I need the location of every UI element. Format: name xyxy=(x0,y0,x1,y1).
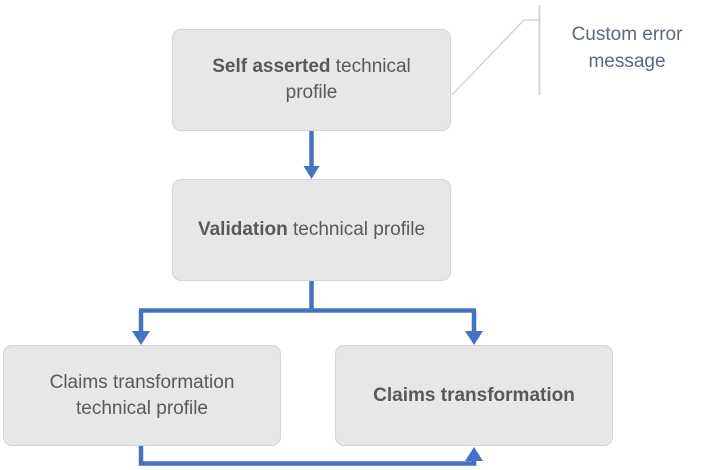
node-claims-transformation[interactable]: Claims transformation xyxy=(335,345,613,446)
node-label: Claims transformation xyxy=(350,383,598,409)
node-label: Self asserted technical profile xyxy=(187,54,436,106)
node-label-bold: Self asserted xyxy=(212,56,331,78)
node-label-bold: Validation xyxy=(197,219,288,241)
callout-annotation-line-1: Custom error xyxy=(571,24,683,45)
node-label-rest: technical profile xyxy=(285,56,411,103)
connector-self-asserted-to-validation xyxy=(303,131,320,179)
connector-claims-tp-to-claims-transformation-loop xyxy=(138,446,483,466)
node-self-asserted-technical-profile[interactable]: Self asserted technical profile xyxy=(172,29,451,131)
callout-annotation-line-2: message xyxy=(588,50,666,72)
node-label-rest: Claims transformation technical profile xyxy=(49,371,235,419)
callout-annotation-text: Custom error message xyxy=(556,22,698,76)
connector-branch-to-claims-transformation-technical-profile xyxy=(132,310,150,345)
node-label-rest: technical profile xyxy=(287,219,426,241)
node-label: Validation technical profile xyxy=(187,217,436,243)
connector-validation-branch-bus xyxy=(139,281,476,313)
node-label-bold: Claims transformation xyxy=(373,384,575,406)
node-label: Claims transformation technical profile xyxy=(18,370,266,422)
node-validation-technical-profile[interactable]: Validation technical profile xyxy=(172,179,451,281)
connector-branch-to-claims-transformation xyxy=(465,310,483,345)
node-claims-transformation-technical-profile[interactable]: Claims transformation technical profile xyxy=(3,345,281,446)
callout-leader-line xyxy=(451,19,539,96)
